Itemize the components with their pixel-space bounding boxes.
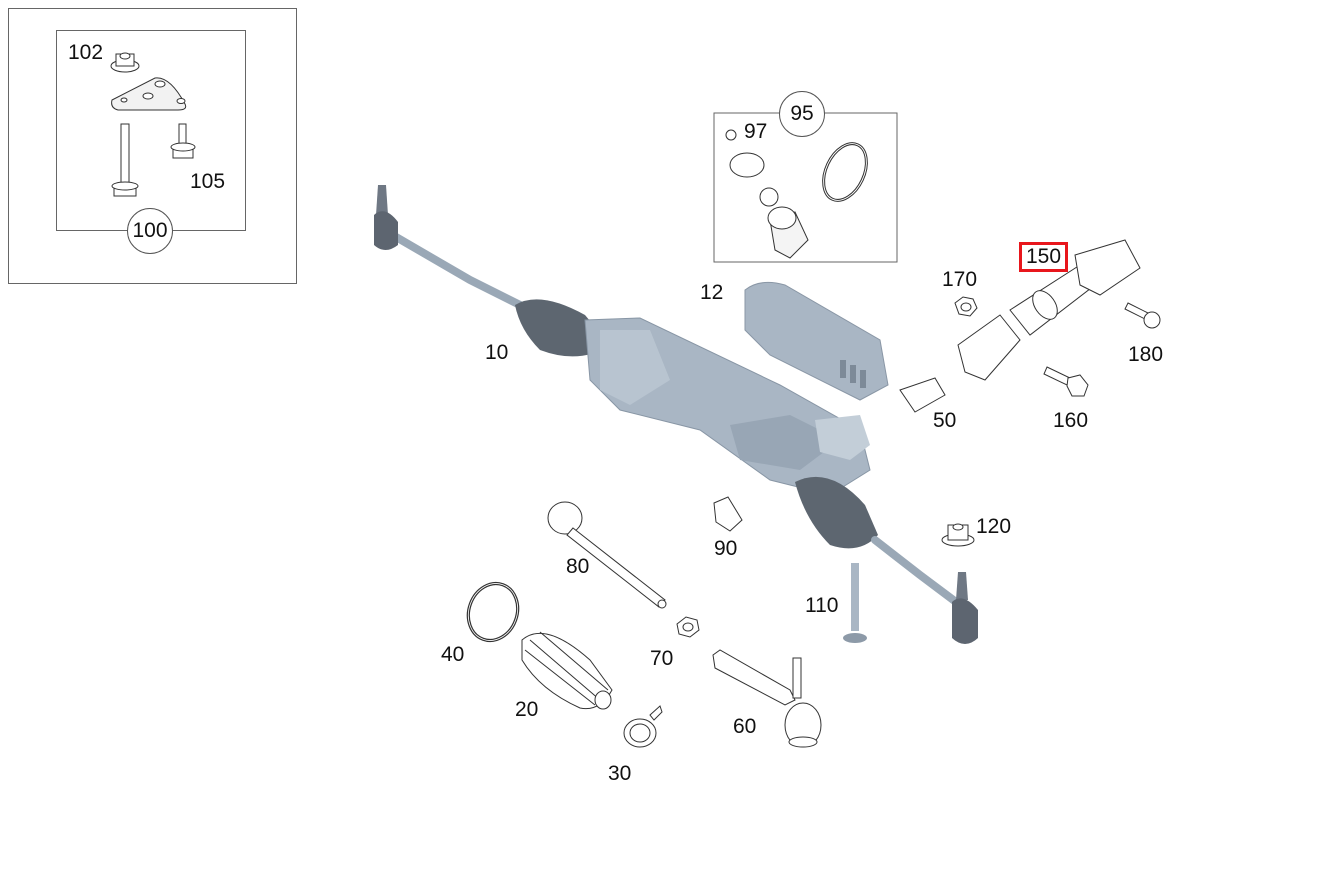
bolt-105-icon	[170, 123, 196, 159]
nut-102-icon	[110, 52, 140, 73]
mount-plate-icon	[111, 77, 187, 111]
inner-tie-rod-80-icon	[547, 501, 667, 609]
part-label-20[interactable]: 20	[515, 698, 539, 721]
part-label-160[interactable]: 160	[1053, 409, 1089, 432]
clamp-40-icon	[466, 581, 520, 643]
part-label-90[interactable]: 90	[714, 537, 738, 560]
part-label-50[interactable]: 50	[933, 409, 957, 432]
bolt-180-icon	[1124, 302, 1161, 329]
group-label-95[interactable]: 95	[779, 91, 825, 137]
part-label-97[interactable]: 97	[744, 120, 768, 143]
part-label-70[interactable]: 70	[650, 647, 674, 670]
part-label-40[interactable]: 40	[441, 643, 465, 666]
bracket-50-icon	[899, 377, 946, 413]
clamp-30-icon	[623, 705, 663, 748]
nut-170-icon	[954, 296, 978, 317]
part-label-60[interactable]: 60	[733, 715, 757, 738]
part-label-105[interactable]: 105	[190, 170, 226, 193]
long-bolt-icon	[111, 123, 139, 197]
part-label-10[interactable]: 10	[485, 341, 509, 364]
part-label-150-selected[interactable]: 150	[1019, 242, 1069, 272]
part-label-12[interactable]: 12	[700, 281, 724, 304]
part-label-102[interactable]: 102	[68, 41, 104, 64]
part-label-110[interactable]: 110	[805, 594, 839, 617]
motor-12-icon	[744, 281, 889, 401]
boot-20-icon	[521, 631, 613, 710]
inset-frame	[8, 8, 297, 284]
bushing-90-icon	[713, 496, 743, 532]
bolt-160-icon	[1043, 366, 1089, 397]
nut-70-icon	[676, 616, 700, 638]
bolt-110-icon	[843, 563, 867, 643]
group-label-100[interactable]: 100	[127, 208, 173, 254]
nut-120-icon	[941, 523, 975, 547]
part-label-120[interactable]: 120	[976, 515, 1012, 538]
part-label-80[interactable]: 80	[566, 555, 590, 578]
part-label-180[interactable]: 180	[1128, 343, 1164, 366]
part-label-170[interactable]: 170	[942, 268, 978, 291]
outer-tie-rod-end-60-icon	[712, 649, 822, 748]
kit-95-parts-icon	[725, 129, 868, 259]
universal-joint-150-icon	[957, 239, 1141, 381]
steering-rack-icon	[374, 185, 978, 644]
part-label-30[interactable]: 30	[608, 762, 632, 785]
